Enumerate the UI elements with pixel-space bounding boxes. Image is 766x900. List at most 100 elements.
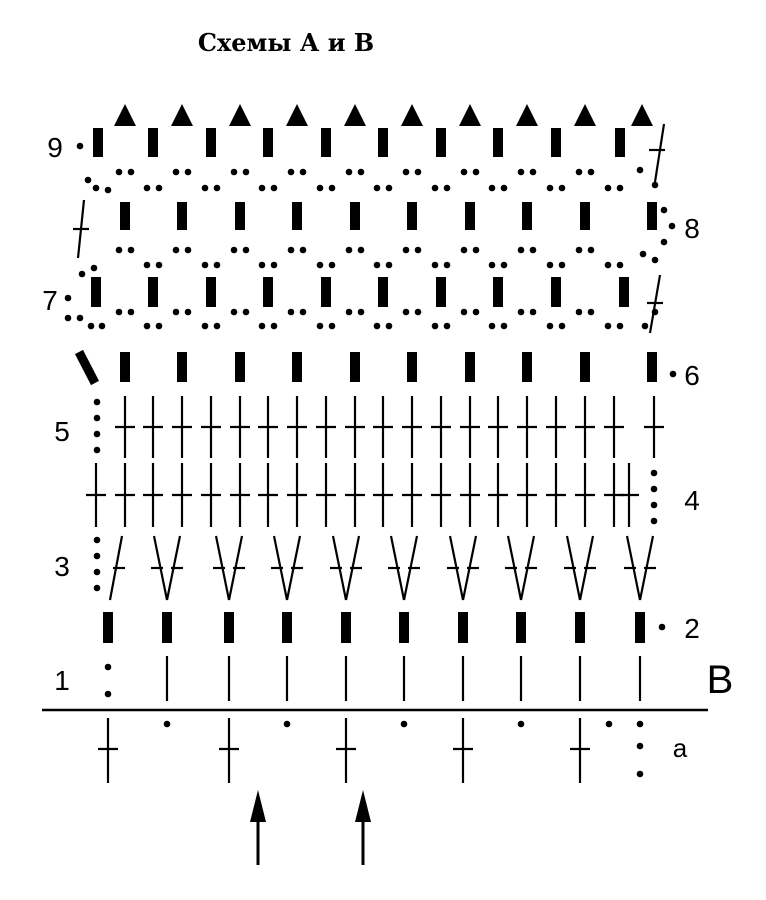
chain-dot xyxy=(546,261,554,269)
chain-dot xyxy=(472,246,480,254)
stitch-bar xyxy=(321,128,331,157)
chain-dot xyxy=(500,322,508,330)
chain-dot xyxy=(213,261,221,269)
row-label-7: 7 xyxy=(42,285,58,316)
stitch-bar xyxy=(378,277,388,307)
chain-dot xyxy=(172,246,180,254)
chain-dot xyxy=(283,720,291,728)
picot-triangle xyxy=(344,104,366,126)
chain-dot xyxy=(472,308,480,316)
chain-dot xyxy=(64,314,72,322)
stitch-bar xyxy=(493,277,503,307)
chain-dot xyxy=(651,181,659,189)
chain-dot xyxy=(213,184,221,192)
chain-dot xyxy=(575,308,583,316)
row-label-1: 1 xyxy=(54,665,70,696)
chain-dot xyxy=(460,246,468,254)
picot-triangle xyxy=(459,104,481,126)
section-label: В xyxy=(707,658,734,702)
chain-dot xyxy=(93,568,101,576)
chain-dot xyxy=(163,720,171,728)
stitch-bar xyxy=(407,202,417,230)
chain-dot xyxy=(616,322,624,330)
chain-dot xyxy=(517,168,525,176)
stitch-bar xyxy=(575,612,585,643)
stitch-bar xyxy=(341,612,351,643)
stitch-bar xyxy=(91,277,101,307)
stitch-bar xyxy=(292,202,302,230)
chain-dot xyxy=(472,168,480,176)
chain-dot xyxy=(287,246,295,254)
chain-dot xyxy=(604,184,612,192)
chain-dot xyxy=(373,322,381,330)
stitch-bar xyxy=(580,352,590,382)
chain-dot xyxy=(258,184,266,192)
picot-triangle xyxy=(114,104,136,126)
chain-dot xyxy=(299,308,307,316)
chain-dot xyxy=(402,308,410,316)
chain-dot xyxy=(93,414,101,422)
chain-dot xyxy=(500,261,508,269)
chain-dot xyxy=(76,142,84,150)
chain-dot xyxy=(64,294,72,302)
chain-dot xyxy=(242,246,250,254)
chain-dot xyxy=(616,261,624,269)
stitch-bar xyxy=(522,352,532,382)
chain-dot xyxy=(76,314,84,322)
chain-dot xyxy=(328,322,336,330)
stitch-bar xyxy=(350,202,360,230)
chain-dot xyxy=(373,261,381,269)
stitch-bar xyxy=(263,128,273,157)
stitch-bar xyxy=(177,202,187,230)
chain-dot xyxy=(316,261,324,269)
chain-dot xyxy=(143,322,151,330)
chain-dot xyxy=(115,168,123,176)
stitch-bar xyxy=(399,612,409,643)
chain-dot xyxy=(184,168,192,176)
chain-dot xyxy=(172,308,180,316)
stitch-bar xyxy=(436,277,446,307)
chain-dot xyxy=(414,246,422,254)
diagram-title: Схемы А и В xyxy=(197,28,375,57)
chain-dot xyxy=(460,168,468,176)
stitch-bar xyxy=(93,128,103,157)
chain-dot xyxy=(488,322,496,330)
chain-dot xyxy=(184,246,192,254)
chain-dot xyxy=(658,623,666,631)
chain-dot xyxy=(488,184,496,192)
chain-dot xyxy=(345,308,353,316)
stitch-bar xyxy=(516,612,526,643)
row-label-6: 6 xyxy=(684,360,700,391)
chain-dot xyxy=(546,322,554,330)
chain-dot xyxy=(78,270,86,278)
stitch-bar xyxy=(292,352,302,382)
picot-triangle xyxy=(516,104,538,126)
chain-dot xyxy=(201,184,209,192)
slip-stitch-slanted xyxy=(75,349,99,386)
chain-dot xyxy=(636,742,644,750)
picot-triangle xyxy=(401,104,423,126)
chain-dot xyxy=(604,261,612,269)
row-label-3: 3 xyxy=(54,551,70,582)
stitch-bar xyxy=(321,277,331,307)
chain-dot xyxy=(385,184,393,192)
picot-triangle xyxy=(574,104,596,126)
chain-dot xyxy=(143,184,151,192)
chain-dot xyxy=(270,184,278,192)
chain-dot xyxy=(127,246,135,254)
chain-dot xyxy=(443,261,451,269)
stitch-bar xyxy=(148,277,158,307)
chain-dot xyxy=(616,184,624,192)
chain-dot xyxy=(104,663,112,671)
chain-dot xyxy=(115,246,123,254)
stitch-bar xyxy=(162,612,172,643)
chain-dot xyxy=(460,308,468,316)
chain-dot xyxy=(93,430,101,438)
stitch-bar xyxy=(615,128,625,157)
chain-dot xyxy=(636,166,644,174)
chain-dot xyxy=(98,322,106,330)
chain-dot xyxy=(605,720,613,728)
stitch-bar xyxy=(120,202,130,230)
chain-dot xyxy=(345,168,353,176)
chain-dot xyxy=(201,261,209,269)
